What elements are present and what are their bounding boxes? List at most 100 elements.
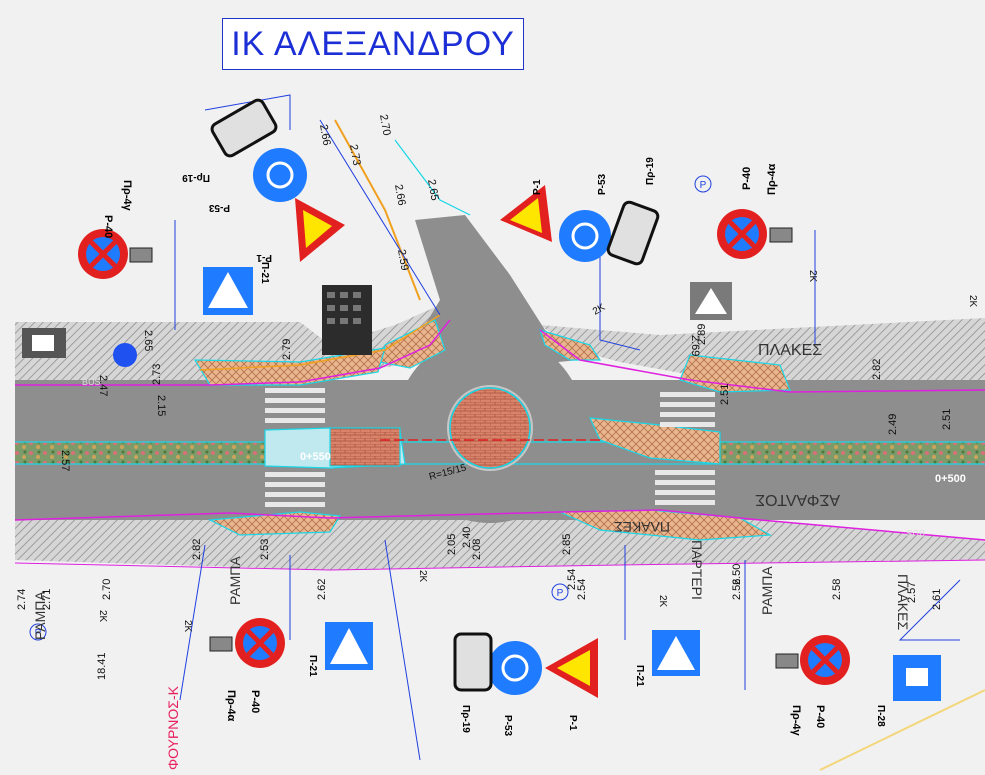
svg-text:2.54: 2.54 xyxy=(576,579,588,600)
svg-text:2.56: 2.56 xyxy=(731,579,743,600)
svg-text:2.51: 2.51 xyxy=(719,384,731,405)
svg-text:2.05: 2.05 xyxy=(446,534,458,555)
pedestrian-crossing-sign-icon: Π-21 xyxy=(634,630,700,687)
sidewalk-top-right xyxy=(540,318,985,392)
label-plakes-bottom-right: ΠΛΑΚΕΣ xyxy=(895,574,911,630)
svg-text:Ρ-53: Ρ-53 xyxy=(502,715,513,737)
svg-text:2.71: 2.71 xyxy=(41,589,53,610)
street-title-box: ΙΚ ΑΛΕΞΑΝΔΡΟΥ xyxy=(222,18,524,70)
no-stopping-sign-icon: Ρ-40 Πρ-4α xyxy=(717,163,793,259)
label-plakes-bottom: ΠΛΑΚΕΣ xyxy=(614,519,670,535)
svg-text:2.79: 2.79 xyxy=(281,339,293,360)
no-stopping-sign-icon: Ρ-40 Πρ-4α xyxy=(209,618,285,722)
svg-text:2.70: 2.70 xyxy=(377,113,393,136)
median-green-right xyxy=(720,442,985,464)
parking-marker-2: P xyxy=(551,583,569,601)
svg-text:Ρ-53: Ρ-53 xyxy=(597,173,608,195)
svg-text:P: P xyxy=(557,588,564,599)
svg-text:2.53: 2.53 xyxy=(259,539,271,560)
pedestrian-crossing-sign-icon: Π-21 xyxy=(203,262,270,315)
svg-text:2.70: 2.70 xyxy=(101,579,113,600)
svg-text:2.66: 2.66 xyxy=(317,123,333,146)
corner-raised-ne xyxy=(539,329,602,361)
svg-text:18.41: 18.41 xyxy=(96,652,108,680)
svg-text:Ρ-1: Ρ-1 xyxy=(256,252,272,263)
svg-text:Πρ-19: Πρ-19 xyxy=(460,705,471,733)
svg-text:2Κ: 2Κ xyxy=(657,595,668,608)
svg-text:2.49: 2.49 xyxy=(887,414,899,435)
svg-text:2.85: 2.85 xyxy=(561,534,573,555)
svg-text:2.50: 2.50 xyxy=(731,564,743,585)
svg-text:2Κ: 2Κ xyxy=(591,302,607,318)
label-asfaltos: ΑΣΦΑΛΤΟΣ xyxy=(755,491,840,508)
svg-text:2.62: 2.62 xyxy=(316,579,328,600)
label-parteri: ΠΑΡΤΕΡΙ xyxy=(689,540,705,600)
svg-text:Πρ-4α: Πρ-4α xyxy=(766,163,778,195)
crosswalk-east xyxy=(655,392,715,505)
pedestrian-crossing-sign-icon: Π-21 xyxy=(307,622,373,677)
street-title: ΙΚ ΑΛΕΞΑΝΔΡΟΥ xyxy=(231,24,515,63)
svg-text:Πρ-4γ: Πρ-4γ xyxy=(121,180,133,212)
svg-text:2Κ: 2Κ xyxy=(417,570,428,583)
svg-text:2Κ: 2Κ xyxy=(967,295,978,308)
central-island xyxy=(449,387,531,469)
svg-text:2.47: 2.47 xyxy=(97,375,109,396)
svg-text:Ρ-40: Ρ-40 xyxy=(102,215,114,238)
building-icon xyxy=(322,285,372,355)
svg-text:2.65: 2.65 xyxy=(425,178,441,201)
label-rampa-2: ΡΑΜΠΑ xyxy=(32,591,48,640)
no-stopping-sign-icon: Ρ-40 Πρ-4γ xyxy=(78,180,153,279)
svg-text:2.15: 2.15 xyxy=(155,395,167,416)
label-rampa-3: ΡΑΜΠΑ xyxy=(759,566,775,615)
svg-text:Ρ-1: Ρ-1 xyxy=(532,179,543,195)
svg-text:2.82: 2.82 xyxy=(871,359,883,380)
raised-sw-walk xyxy=(207,511,342,536)
yield-sign-icon: Ρ-1 xyxy=(545,638,598,731)
svg-text:2.54: 2.54 xyxy=(566,569,578,590)
svg-text:2.40: 2.40 xyxy=(461,527,473,548)
north-leg-road xyxy=(410,215,580,370)
yield-sign-icon: Ρ-1 xyxy=(500,179,552,242)
svg-text:2.73: 2.73 xyxy=(347,143,363,166)
svg-text:P: P xyxy=(35,628,42,639)
svg-text:2Κ: 2Κ xyxy=(97,610,108,623)
no-stopping-sign-icon: Ρ-40 Πρ-4γ xyxy=(775,635,850,737)
roundabout-sign-icon: Ρ-53 Πρ-19 xyxy=(559,157,660,266)
svg-text:Πρ-4α: Πρ-4α xyxy=(225,690,237,722)
median-green-left xyxy=(15,442,265,464)
svg-text:2.65: 2.65 xyxy=(142,330,154,351)
roundabout-sign-icon: Ρ-53 Πρ-19 xyxy=(182,98,307,213)
svg-text:Ρ-40: Ρ-40 xyxy=(741,167,753,190)
parking-marker-3: P xyxy=(29,623,47,641)
svg-text:Ρ-40: Ρ-40 xyxy=(249,690,261,713)
svg-text:2.66: 2.66 xyxy=(392,183,408,206)
svg-text:Π-21: Π-21 xyxy=(307,655,318,677)
svg-text:2Κ: 2Κ xyxy=(807,270,818,283)
crosswalk-west xyxy=(265,388,325,507)
label-chainage-right: 0+500 xyxy=(935,473,966,485)
bus-stop-sign-icon: Π-28 xyxy=(875,655,941,727)
svg-text:2.89: 2.89 xyxy=(696,324,708,345)
label-rampa-1: ΡΑΜΠΑ xyxy=(227,556,243,605)
svg-text:2Κ: 2Κ xyxy=(182,620,193,633)
svg-text:Πρ-19: Πρ-19 xyxy=(645,157,656,185)
label-plakes-top: ΠΛΑΚΕΣ xyxy=(758,342,822,359)
label-chainage-left: 0+550 xyxy=(300,451,331,463)
svg-text:Πρ-19: Πρ-19 xyxy=(182,172,210,183)
label-bus-left: BUS xyxy=(82,377,101,387)
svg-text:2.51: 2.51 xyxy=(941,409,953,430)
svg-text:2.57: 2.57 xyxy=(59,450,71,471)
svg-text:Ρ-40: Ρ-40 xyxy=(814,705,826,728)
svg-text:Π-28: Π-28 xyxy=(875,705,886,727)
svg-text:Ρ-53: Ρ-53 xyxy=(208,202,230,213)
roundabout-sign-icon: Ρ-53 Πρ-19 xyxy=(453,632,542,737)
svg-text:Πρ-4γ: Πρ-4γ xyxy=(790,705,802,737)
svg-text:P: P xyxy=(700,180,707,191)
svg-text:2.73: 2.73 xyxy=(151,364,163,385)
svg-text:2.69: 2.69 xyxy=(689,335,701,356)
parking-marker-1: P xyxy=(694,175,712,193)
svg-text:2.61: 2.61 xyxy=(931,589,943,610)
label-bus-right: BUS xyxy=(906,528,925,538)
